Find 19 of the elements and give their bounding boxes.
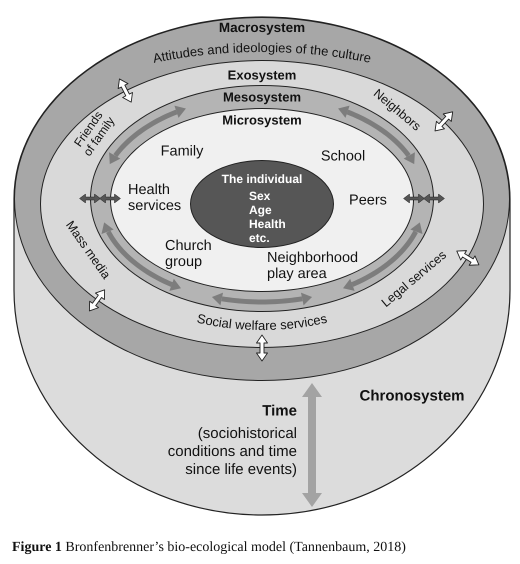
system-title: Mesosystem: [222, 90, 302, 106]
curved-label: Social welfare services: [196, 310, 328, 333]
system-title: Microsystem: [222, 114, 302, 128]
context-label: Family: [160, 144, 204, 160]
center-title: The individual: [222, 173, 302, 187]
time-heading: Time: [262, 402, 297, 420]
context-label: Neighborhood play area: [267, 250, 360, 282]
cylinder: [14, 17, 510, 515]
time-description: (sociohistorical conditions and time since life events): [166, 425, 297, 479]
context-label: School: [320, 148, 366, 166]
attribute-list: Sex Age Health etc.: [249, 189, 299, 245]
figure-caption: Figure 1 Bronfenbrenner’s bio-ecological model (Tannenbaum, 2018): [12, 540, 406, 556]
context-label: Church group: [165, 238, 213, 270]
context-label: Health services: [128, 182, 182, 214]
system-title: Exosystem: [228, 68, 296, 84]
system-title: Macrosystem: [218, 20, 306, 36]
system-title: Chronosystem: [359, 387, 465, 405]
context-label: Peers: [349, 192, 387, 210]
curved-label: Attitudes and ideologies of the culture: [152, 40, 372, 66]
